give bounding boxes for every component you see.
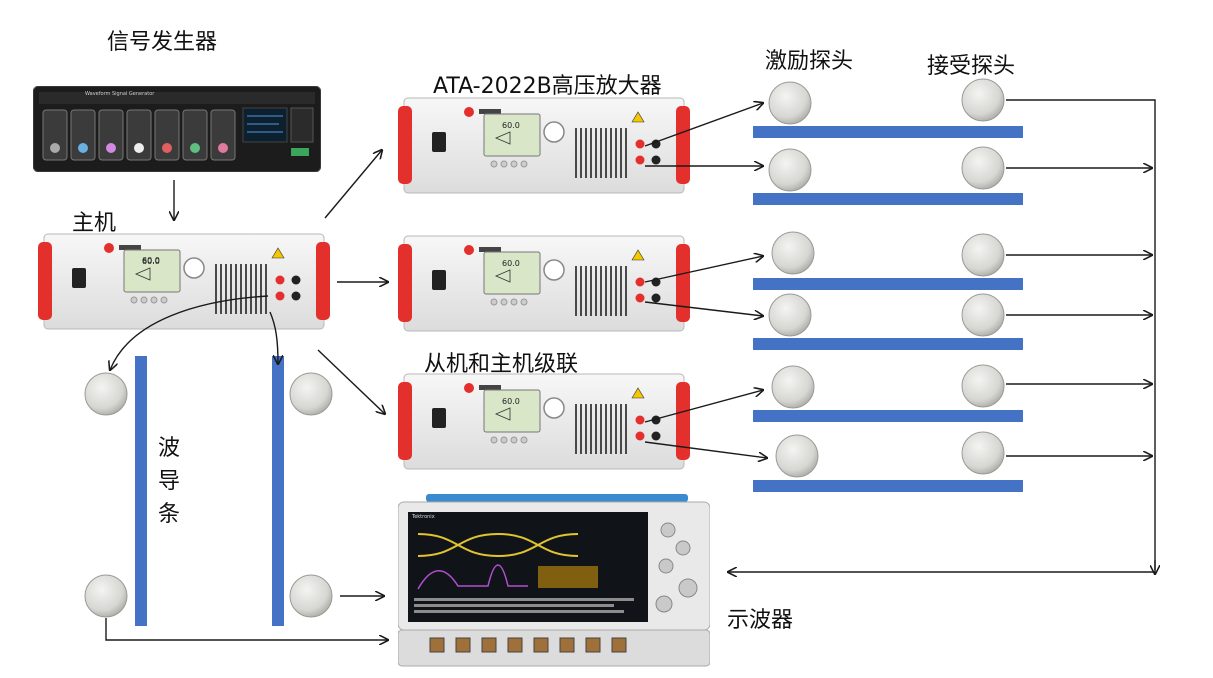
label-waveguide: 波导条 xyxy=(157,436,180,527)
label-signal-generator: 信号发生器 xyxy=(107,30,218,55)
generator-panel-title: Waveform Signal Generator xyxy=(85,91,155,97)
master-amplifier: 60.0 xyxy=(37,232,331,332)
slave-amplifier-1 xyxy=(397,96,691,196)
signal-generator: Waveform Signal Generator xyxy=(33,86,321,172)
label-amplifier-model: ATA-2022B高压放大器 xyxy=(433,74,662,99)
scope-brand: Tektronix xyxy=(412,514,435,520)
oscilloscope: Tektronix xyxy=(398,494,710,672)
label-excitation-probe: 激励探头 xyxy=(765,49,854,74)
label-oscilloscope: 示波器 xyxy=(727,608,794,633)
label-slave-cascade: 从机和主机级联 xyxy=(424,352,579,377)
slave-amplifier-3 xyxy=(397,372,691,472)
label-receiving-probe: 接受探头 xyxy=(927,54,1016,79)
slave-amplifier-2 xyxy=(397,234,691,334)
label-master: 主机 xyxy=(72,211,117,236)
amp-display-value: 60.0 xyxy=(142,256,160,265)
